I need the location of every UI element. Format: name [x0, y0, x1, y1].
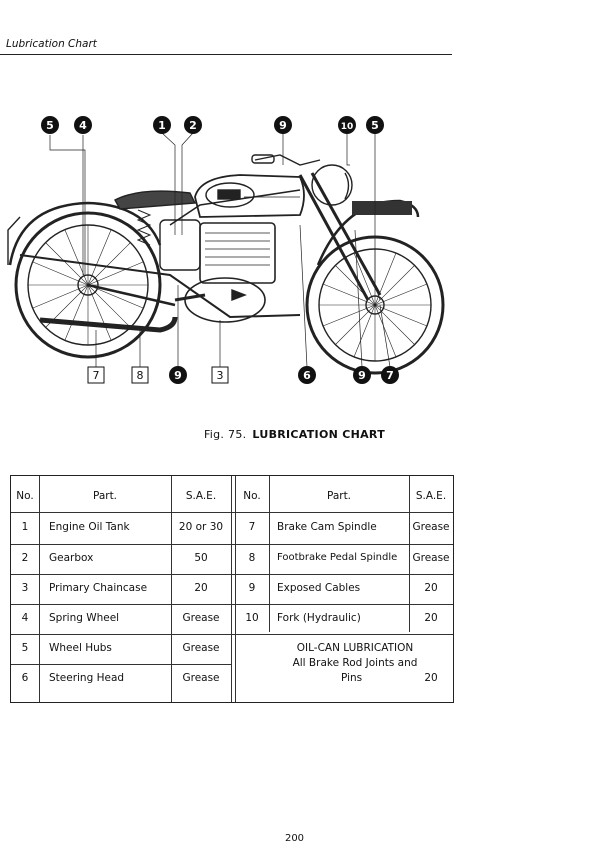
svg-text:10: 10: [341, 122, 354, 132]
callout-top-1: 1: [153, 116, 171, 134]
header-part-right: Part.: [326, 490, 352, 502]
page-number: 200: [284, 833, 305, 844]
row-sae: Grease: [182, 642, 220, 654]
svg-text:6: 6: [303, 369, 311, 382]
svg-text:5: 5: [371, 119, 379, 132]
callout-top-5-right: 5: [366, 116, 384, 134]
svg-text:1: 1: [158, 119, 166, 132]
row-sae: Grease: [412, 552, 450, 564]
callout-top-10: 10: [338, 116, 356, 134]
row-part: Steering Head: [49, 672, 125, 684]
figure-title: LUBRICATION CHART: [252, 428, 386, 441]
row-part: Fork (Hydraulic): [277, 612, 361, 624]
row-sae: 20: [194, 582, 208, 594]
divider: [231, 476, 232, 702]
row-part: Spring Wheel: [49, 612, 120, 624]
svg-text:9: 9: [358, 369, 366, 382]
row-no: 6: [21, 672, 29, 684]
row-part: Brake Cam Spindle: [277, 521, 377, 533]
callout-bottom-8-box: 8: [131, 366, 149, 384]
row-rule: [11, 664, 231, 665]
header-no-left: No.: [16, 490, 34, 502]
callout-bottom-9-right: 9: [353, 366, 371, 384]
svg-text:9: 9: [174, 369, 182, 382]
row-part: Wheel Hubs: [49, 642, 112, 654]
svg-text:8: 8: [137, 369, 144, 382]
row-rule: [11, 544, 453, 545]
row-no: 9: [248, 582, 256, 594]
header-rule: [0, 54, 452, 55]
callout-bottom-3-box: 3: [211, 366, 229, 384]
header-rule: [11, 512, 453, 513]
row-part: Primary Chaincase: [49, 582, 148, 594]
row-sae: 20 or 30: [178, 521, 224, 533]
header-sae-right: S.A.E.: [415, 490, 447, 502]
divider: [409, 476, 410, 632]
row-no: 3: [21, 582, 29, 594]
svg-text:7: 7: [386, 369, 394, 382]
row-part: Footbrake Pedal Spindle: [277, 552, 398, 563]
oil-can-title: OIL-CAN LUBRICATION: [296, 642, 414, 654]
row-no: 5: [21, 642, 29, 654]
row-no: 2: [21, 552, 29, 564]
callout-bottom-6: 6: [298, 366, 316, 384]
row-part: Gearbox: [49, 552, 94, 564]
figure-caption: Fig. 75. LUBRICATION CHART: [0, 428, 589, 441]
callout-top-2: 2: [184, 116, 202, 134]
svg-text:3: 3: [217, 369, 224, 382]
row-sae: 20: [424, 612, 438, 624]
oil-can-sae: 20: [424, 672, 438, 684]
figure-number: Fig. 75.: [203, 428, 247, 441]
header-sae-left: S.A.E.: [185, 490, 217, 502]
callout-bottom-9-left: 9: [169, 366, 187, 384]
lubrication-table: No. Part. S.A.E. No. Part. S.A.E. 1 Engi…: [10, 475, 454, 703]
row-no: 7: [248, 521, 256, 533]
row-no: 10: [245, 612, 259, 624]
divider: [235, 476, 236, 702]
oil-can-line2: Pins: [341, 672, 363, 684]
row-sae: 20: [424, 582, 438, 594]
callout-top-5-left: 5: [41, 116, 59, 134]
row-no: 1: [21, 521, 29, 533]
row-part: Engine Oil Tank: [49, 521, 130, 533]
svg-text:7: 7: [93, 369, 100, 382]
svg-text:9: 9: [279, 119, 287, 132]
svg-text:5: 5: [46, 119, 54, 132]
divider: [269, 476, 270, 632]
row-sae: 50: [194, 552, 208, 564]
svg-text:4: 4: [79, 119, 87, 132]
header-part-left: Part.: [92, 490, 118, 502]
callout-top-4: 4: [74, 116, 92, 134]
oil-can-line1: All Brake Rod Joints and: [292, 657, 418, 669]
svg-text:2: 2: [189, 119, 197, 132]
row-rule: [11, 634, 453, 635]
callout-bottom-7: 7: [381, 366, 399, 384]
row-no: 8: [248, 552, 256, 564]
motorcycle-illustration: 5 4 1 2 9 10 5 7 8 9 3 6 9 7: [7, 116, 445, 384]
row-sae: Grease: [182, 612, 220, 624]
row-rule: [11, 574, 453, 575]
header-no-right: No.: [243, 490, 261, 502]
callout-top-9: 9: [274, 116, 292, 134]
row-no: 4: [21, 612, 29, 624]
row-sae: Grease: [182, 672, 220, 684]
row-rule: [11, 604, 453, 605]
row-sae: Grease: [412, 521, 450, 533]
page-header: Lubrication Chart: [6, 38, 97, 50]
divider: [171, 476, 172, 702]
divider: [39, 476, 40, 702]
callout-bottom-7-box: 7: [87, 366, 105, 384]
row-part: Exposed Cables: [277, 582, 361, 594]
